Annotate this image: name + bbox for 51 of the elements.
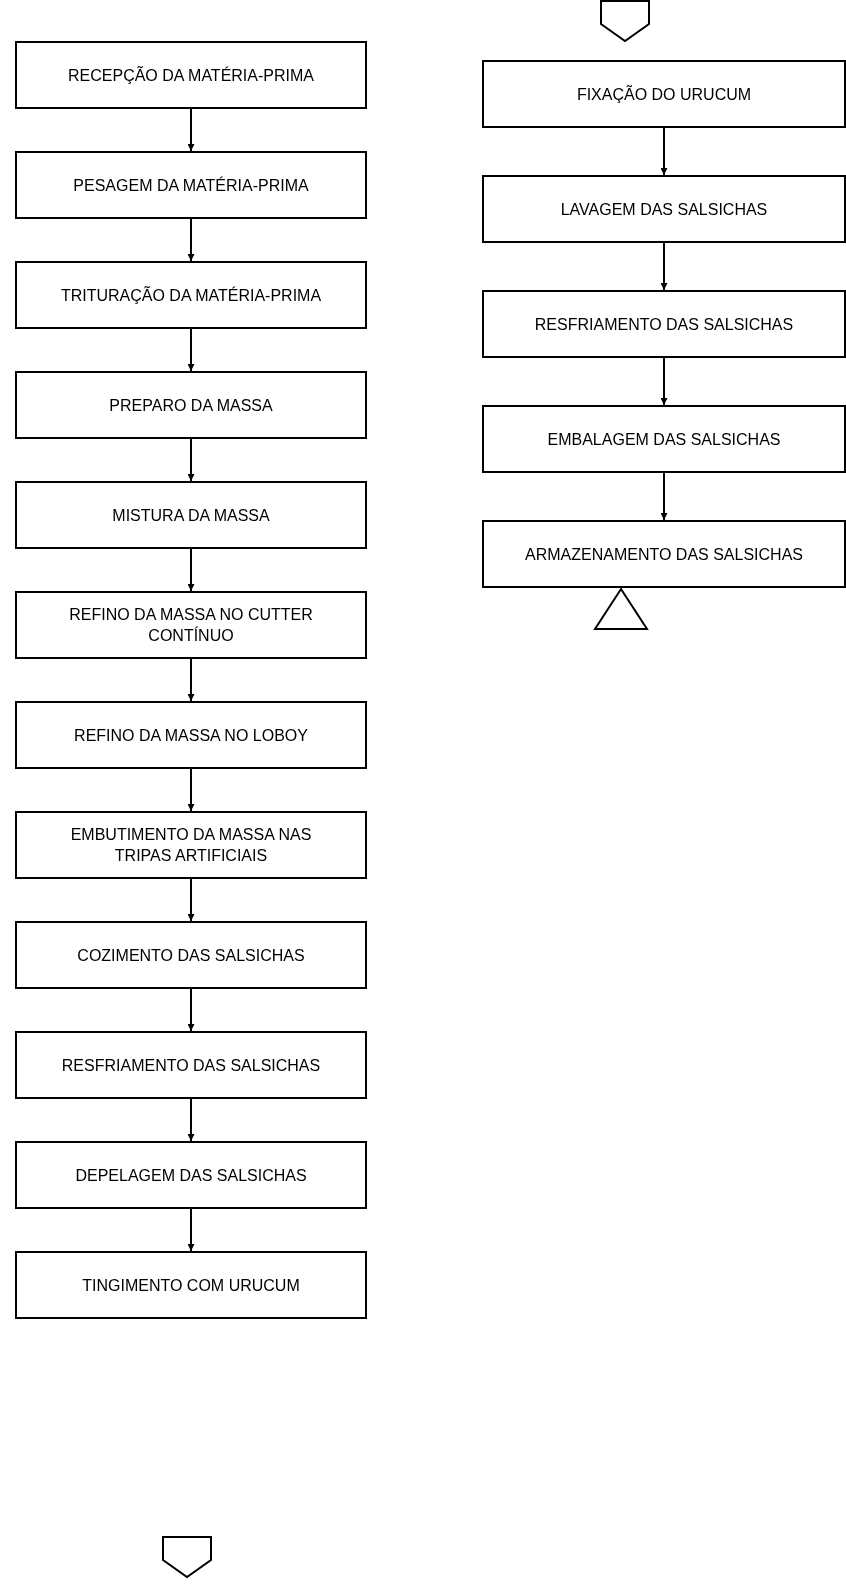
process-box bbox=[15, 701, 367, 769]
process-box bbox=[15, 1141, 367, 1209]
arrow bbox=[187, 328, 195, 372]
arrow bbox=[660, 127, 668, 176]
process-box bbox=[482, 175, 846, 243]
process-box bbox=[15, 1031, 367, 1099]
arrow bbox=[660, 472, 668, 521]
step-label: ARMAZENAMENTO DAS SALSICHAS bbox=[525, 544, 803, 565]
storage-triangle bbox=[594, 588, 648, 630]
process-box bbox=[15, 41, 367, 109]
process-box bbox=[15, 921, 367, 989]
arrow bbox=[187, 1098, 195, 1142]
step-label: RECEPÇÃO DA MATÉRIA-PRIMA bbox=[68, 65, 314, 86]
step-label: TRITURAÇÃO DA MATÉRIA-PRIMA bbox=[60, 285, 322, 306]
step-label: TINGIMENTO COM URUCUM bbox=[82, 1275, 300, 1296]
process-box bbox=[15, 151, 367, 219]
off-page-connector bbox=[600, 0, 650, 40]
step-label: RESFRIAMENTO DAS SALSICHAS bbox=[534, 314, 794, 335]
arrow bbox=[187, 658, 195, 702]
arrow bbox=[187, 548, 195, 592]
arrow bbox=[187, 878, 195, 922]
arrow bbox=[187, 988, 195, 1032]
arrow bbox=[187, 1208, 195, 1252]
step-label: REFINO DA MASSA NO LOBOY bbox=[74, 725, 308, 746]
step-label: EMBALAGEM DAS SALSICHAS bbox=[547, 429, 781, 450]
step-label: RESFRIAMENTO DAS SALSICHAS bbox=[61, 1055, 321, 1076]
arrow bbox=[187, 218, 195, 262]
process-box bbox=[15, 1251, 367, 1319]
off-page-connector bbox=[162, 1536, 210, 1578]
process-box bbox=[15, 371, 367, 439]
step-label: REFINO DA MASSA NO CUTTER CONTÍNUO bbox=[68, 605, 314, 646]
step-label: PREPARO DA MASSA bbox=[109, 395, 273, 416]
process-box bbox=[15, 481, 367, 549]
step-label: MISTURA DA MASSA bbox=[112, 505, 270, 526]
process-box bbox=[15, 591, 367, 659]
step-label: FIXAÇÃO DO URUCUM bbox=[576, 84, 752, 105]
step-label: DEPELAGEM DAS SALSICHAS bbox=[75, 1165, 307, 1186]
arrow bbox=[187, 768, 195, 812]
process-box bbox=[482, 405, 846, 473]
arrow bbox=[187, 438, 195, 482]
process-box bbox=[15, 811, 367, 879]
step-label: PESAGEM DA MATÉRIA-PRIMA bbox=[73, 175, 309, 196]
process-box bbox=[482, 60, 846, 128]
arrow bbox=[187, 108, 195, 152]
process-box bbox=[482, 290, 846, 358]
arrow bbox=[660, 242, 668, 291]
process-box bbox=[15, 261, 367, 329]
step-label: COZIMENTO DAS SALSICHAS bbox=[77, 945, 305, 966]
step-label: EMBUTIMENTO DA MASSA NAS TRIPAS ARTIFICIAIS bbox=[69, 825, 313, 866]
step-label: LAVAGEM DAS SALSICHAS bbox=[560, 199, 768, 220]
arrow bbox=[660, 357, 668, 406]
